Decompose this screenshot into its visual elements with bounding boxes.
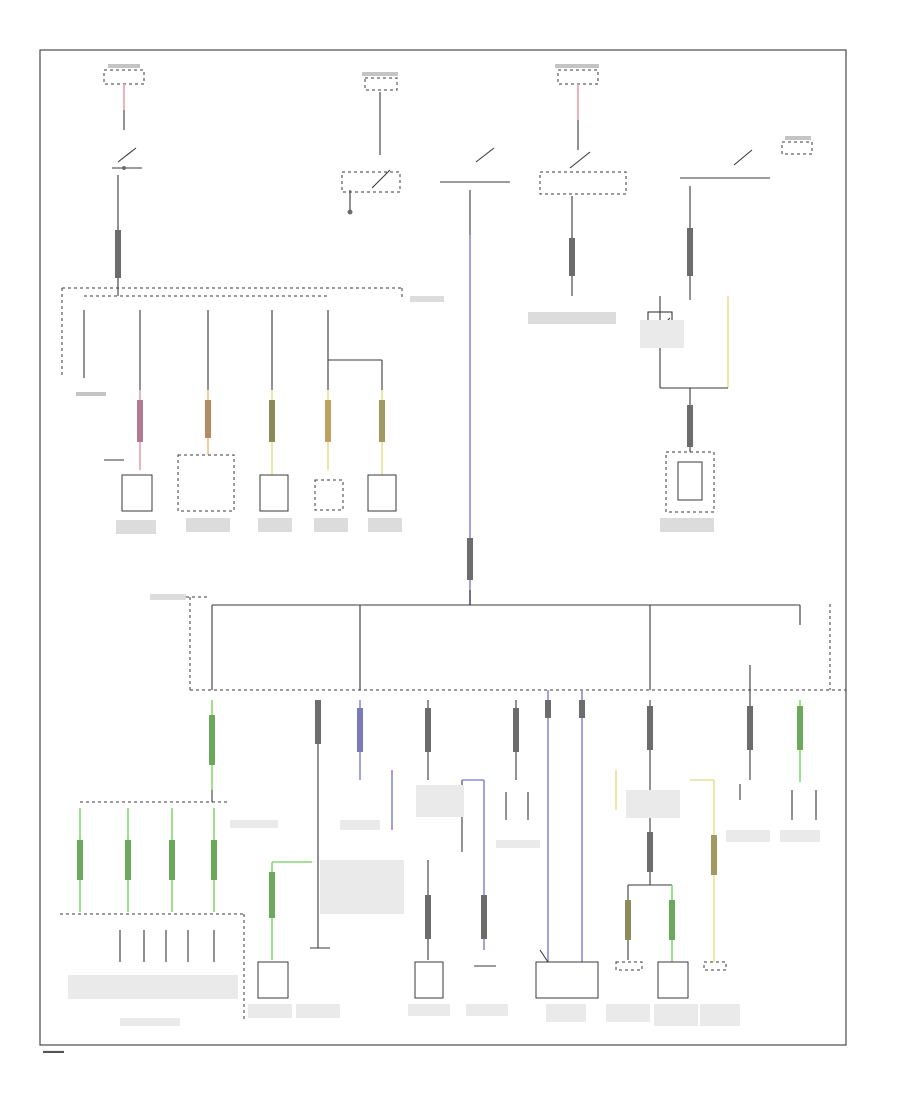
upper-fuse-block (61, 287, 403, 390)
lower-left-bus (60, 700, 245, 1022)
ignition-switch-4 (539, 69, 627, 296)
lower-component-b (357, 700, 393, 830)
lower-component-e (535, 690, 599, 999)
diagram-frame (39, 49, 847, 1046)
upper-component-1 (104, 390, 153, 512)
lower-component-c (414, 700, 496, 999)
center-feed (467, 235, 473, 605)
upper-component-4 (314, 390, 344, 511)
page-tag: ▬▬▬ (43, 1048, 64, 1055)
illegible-labels (68, 64, 820, 1026)
lower-component-f (615, 700, 727, 999)
upper-right-relay (647, 276, 729, 513)
middle-fuse-block (156, 596, 846, 691)
lower-component-g (739, 665, 817, 820)
ignition-switch-1 (103, 69, 145, 288)
upper-component-2 (177, 390, 235, 512)
upper-component-3 (259, 390, 289, 512)
ignition-switch-3 (440, 147, 510, 235)
lower-component-a (257, 700, 330, 999)
upper-component-5 (367, 390, 397, 512)
ignition-switch-2 (341, 77, 401, 215)
lower-component-d (505, 700, 529, 820)
ignition-switch-5 (680, 141, 813, 276)
